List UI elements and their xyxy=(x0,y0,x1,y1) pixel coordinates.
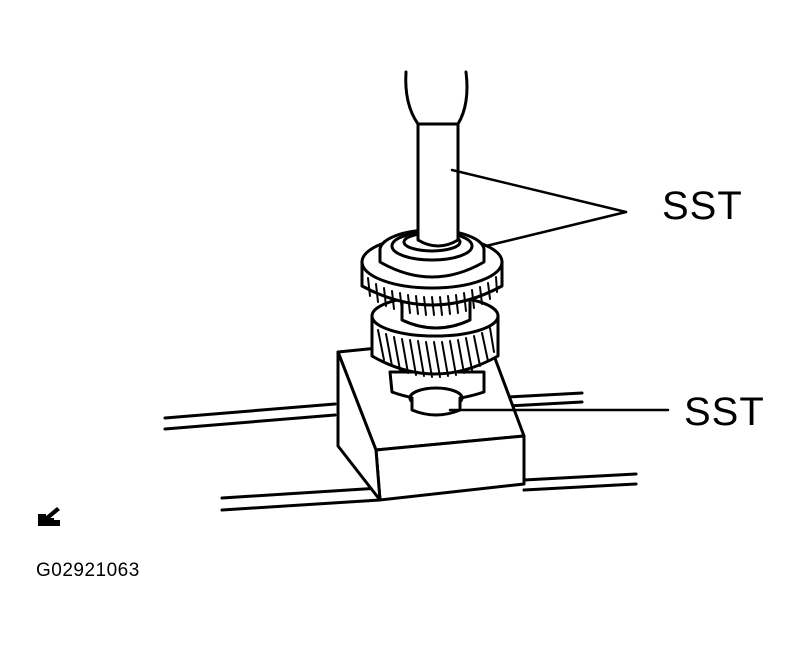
table-rail-front xyxy=(220,472,638,512)
table-rail-back xyxy=(163,391,584,431)
leader-lines xyxy=(448,168,670,412)
press-rod xyxy=(404,70,469,248)
note-icon xyxy=(38,507,60,526)
sst-label-lower: SST xyxy=(684,390,765,434)
figure-code: G02921063 xyxy=(36,560,140,581)
sst-label-upper: SST xyxy=(662,184,743,228)
gear-hub xyxy=(388,370,486,417)
